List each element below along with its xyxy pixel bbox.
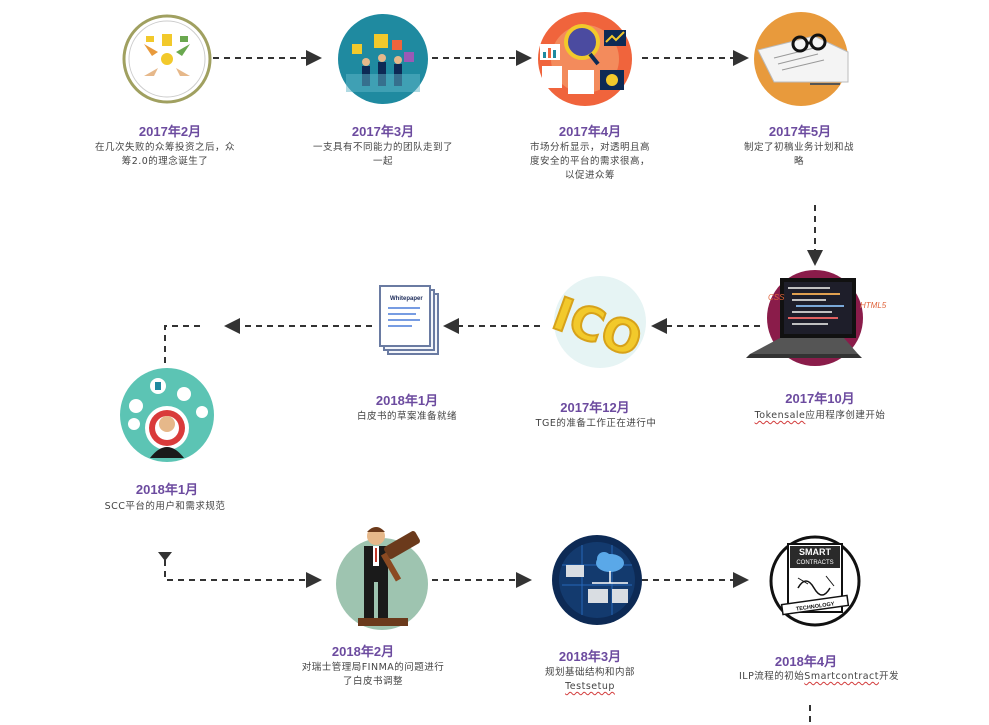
hands-coins-icon bbox=[122, 14, 212, 104]
smart-contracts-icon: SMART CONTRACTS TECHNOLOGY bbox=[768, 534, 862, 628]
ico-text: ICO bbox=[546, 286, 649, 368]
milestone-text: 白皮书的草案准备就绪 bbox=[356, 411, 457, 422]
team-puzzle-icon bbox=[338, 14, 428, 104]
milestone-date: 2018年2月 bbox=[331, 644, 395, 659]
cloud-infrastructure-icon bbox=[552, 535, 642, 625]
milestone-date: 2017年2月 bbox=[138, 124, 202, 139]
whitepaper-title: Whitepaper bbox=[390, 296, 423, 302]
milestone-text: ILP流程的初始Smartcontract开发 bbox=[738, 671, 900, 682]
milestone-date: 2017年4月 bbox=[558, 124, 622, 139]
milestone-date: 2018年1月 bbox=[135, 482, 199, 497]
milestone-date: 2017年10月 bbox=[785, 391, 855, 406]
css-label: CSS bbox=[768, 293, 785, 302]
milestone-text: 制定了初稿业务计划和战略 bbox=[744, 142, 855, 167]
arrowhead-down bbox=[158, 552, 172, 561]
contracts-label: CONTRACTS bbox=[796, 560, 833, 566]
milestone-date: 2017年5月 bbox=[768, 124, 832, 139]
ico-icon: ICO bbox=[540, 272, 650, 372]
milestone-text: 市场分析显示，对透明且高度安全的平台的需求很高，以促进众筹 bbox=[529, 142, 650, 181]
laptop-code-icon: CSS HTML5 bbox=[740, 268, 887, 368]
milestone-text: 一支具有不同能力的团队走到了一起 bbox=[312, 142, 453, 167]
market-analysis-icon bbox=[538, 12, 632, 106]
business-plan-icon bbox=[754, 12, 849, 106]
user-target-icon bbox=[120, 368, 214, 462]
milestone-date: 2018年4月 bbox=[774, 654, 838, 669]
arrow-8 bbox=[164, 325, 200, 365]
html5-label: HTML5 bbox=[860, 301, 887, 310]
whitepaper-icon: Whitepaper bbox=[376, 282, 442, 358]
milestone-date: 2017年12月 bbox=[560, 400, 630, 415]
milestone-text: Tokensale应用程序创建开始 bbox=[754, 410, 886, 421]
milestone-text: 在几次失败的众筹投资之后，众筹2.0的理念诞生了 bbox=[95, 142, 236, 167]
milestone-text: 对瑞士管理局FINMA的问题进行了白皮书调整 bbox=[301, 662, 445, 687]
milestone-date: 2017年3月 bbox=[351, 124, 415, 139]
milestone-text: SCC平台的用户和需求规范 bbox=[104, 501, 226, 512]
technology-label: TECHNOLOGY bbox=[796, 601, 836, 612]
milestone-date: 2018年3月 bbox=[558, 649, 622, 664]
gavel-man-icon bbox=[336, 520, 436, 632]
smart-label: SMART bbox=[799, 547, 831, 557]
arrow-9 bbox=[164, 560, 322, 588]
milestone-date: 2018年1月 bbox=[375, 393, 439, 408]
milestone-text: TGE的准备工作正在进行中 bbox=[535, 418, 657, 429]
